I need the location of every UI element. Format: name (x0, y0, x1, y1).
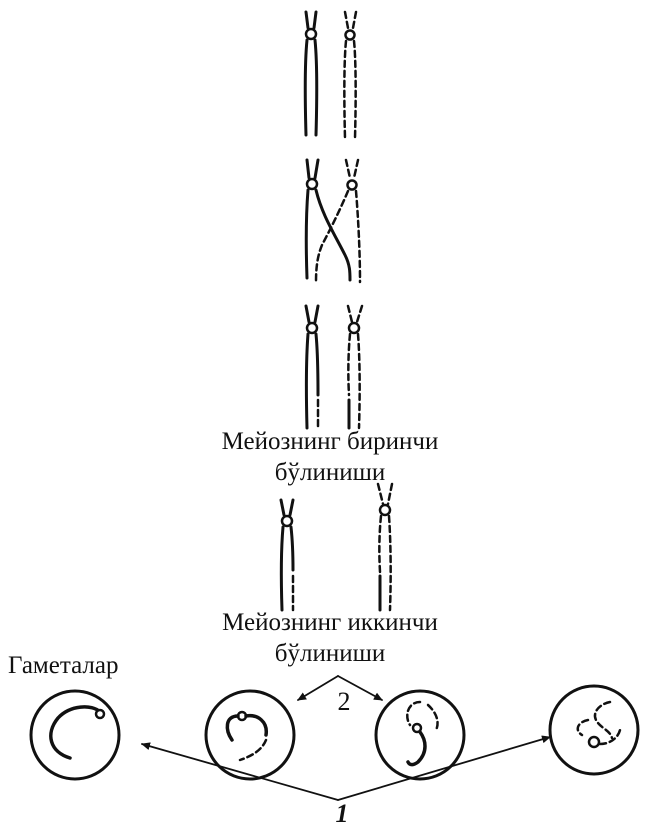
dashed-chromosome (316, 160, 360, 282)
stage3-recombined-pair (306, 306, 362, 428)
meiosis-first-division-label-line2: бўлиниши (140, 459, 520, 487)
chromosome-left-after-division (281, 500, 293, 610)
callout-number-2: 2 (332, 688, 356, 716)
meiosis-second-division-label-line2: бўлиниши (140, 640, 520, 668)
stage2-crossing-over (306, 160, 360, 282)
recombinant-chromosome-right (348, 306, 362, 428)
gametes-label: Гаметалар (8, 652, 158, 680)
gamete-1 (31, 691, 119, 779)
solid-chromosome (306, 160, 350, 280)
gamete-4 (550, 686, 638, 774)
recombinant-chromosome-left (306, 306, 318, 428)
callout-number-1: 1 (330, 800, 354, 828)
arrows-label-1 (142, 737, 550, 800)
solid-chromosome (305, 12, 316, 135)
meiosis-second-division-label: Мейознинг иккинчи (140, 609, 520, 637)
stage1-homologous-pair (305, 12, 356, 138)
meiosis-first-division-label: Мейознинг биринчи (140, 428, 520, 456)
stage4-separated-chromosomes (281, 484, 392, 610)
dashed-chromosome (344, 12, 356, 138)
chromosome-right-after-division (378, 484, 392, 610)
